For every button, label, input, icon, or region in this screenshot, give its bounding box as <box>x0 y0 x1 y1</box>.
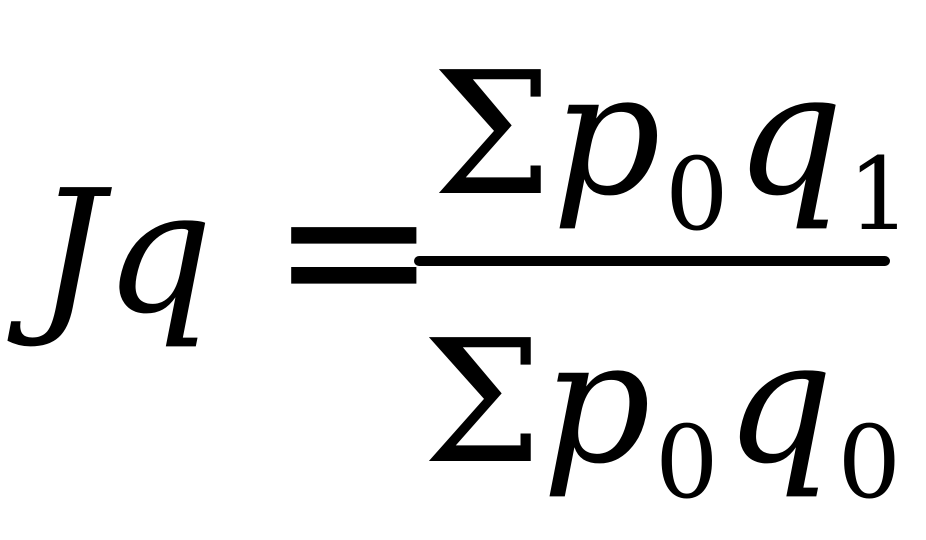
denominator-sigma: Σ <box>422 304 543 502</box>
denominator-sub-p: 0 <box>655 404 719 521</box>
formula-numerator: Σp0q1 <box>432 50 917 245</box>
formula-denominator: Σp0q0 <box>422 318 907 513</box>
denominator-var-q: q <box>724 304 834 502</box>
numerator-sub-p: 0 <box>665 136 729 253</box>
numerator-sub-q: 1 <box>847 136 912 253</box>
formula-lhs: Jq <box>36 154 213 352</box>
denominator-var-p: p <box>542 304 652 502</box>
equals-sign: = <box>270 133 438 366</box>
numerator-var-q: q <box>734 36 844 234</box>
numerator-sigma: Σ <box>432 36 553 234</box>
denominator-sub-q: 0 <box>837 404 902 521</box>
fraction-bar <box>414 256 890 266</box>
numerator-var-p: p <box>552 36 662 234</box>
